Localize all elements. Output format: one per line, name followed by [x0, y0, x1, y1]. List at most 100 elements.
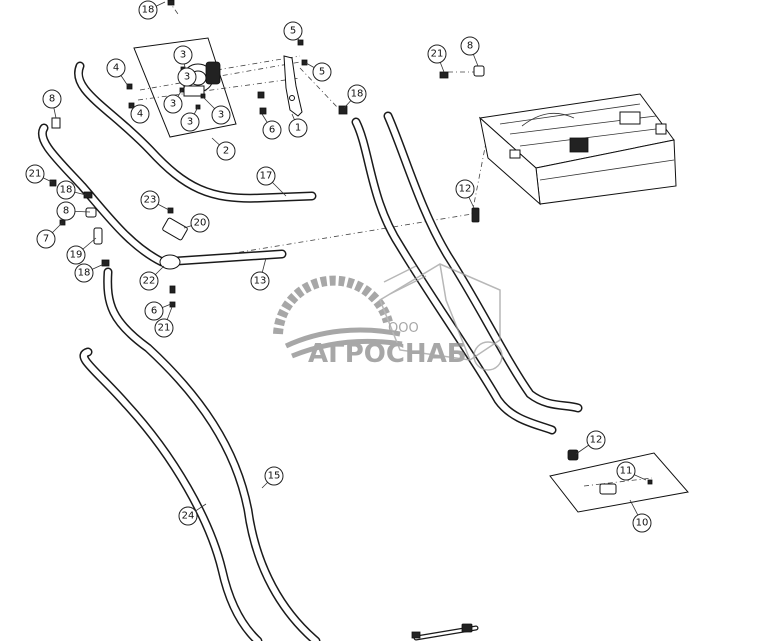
watermark-gear-icon	[273, 275, 393, 335]
callout-circle	[42, 89, 62, 109]
watermark-field-icon	[284, 327, 403, 359]
callout-number: 3	[184, 72, 190, 83]
callout-circle	[154, 318, 174, 338]
watermark: ООО АГРОСНАБ	[273, 263, 503, 371]
callout-3: 3	[180, 112, 200, 132]
callout-circle	[56, 180, 76, 200]
callout-number: 7	[43, 234, 49, 245]
callout-circle	[36, 229, 56, 249]
callout-circle	[56, 201, 76, 221]
callout-circle	[283, 21, 303, 41]
callout-circle	[190, 213, 210, 233]
callout-8: 8	[42, 89, 62, 109]
callout-circle	[106, 58, 126, 78]
callout-number: 2	[223, 146, 229, 157]
callout-19: 19	[66, 245, 86, 265]
callout-number: 3	[187, 117, 193, 128]
hose-17	[74, 61, 317, 203]
callout-10: 10	[632, 513, 652, 533]
callout-8: 8	[460, 36, 480, 56]
callout-number: 18	[60, 185, 73, 196]
clamp-20-22	[159, 217, 188, 270]
callout-number: 21	[158, 323, 171, 334]
callout-circle	[347, 84, 367, 104]
callout-24: 24	[178, 506, 198, 526]
leader-lines	[34, 1, 647, 524]
callout-number: 8	[467, 41, 473, 52]
callout-number: 24	[182, 511, 195, 522]
callout-circle	[138, 0, 158, 20]
callout-circle	[139, 271, 159, 291]
callout-circle	[140, 190, 160, 210]
callout-circle	[144, 301, 164, 321]
callout-12: 12	[586, 430, 606, 450]
callout-circle	[427, 44, 447, 64]
callout-number: 8	[49, 94, 55, 105]
fittings	[49, 0, 653, 639]
callout-number: 19	[70, 250, 83, 261]
watermark-prefix: ООО	[388, 321, 419, 336]
callout-18: 18	[138, 0, 158, 20]
callout-11: 11	[616, 461, 636, 481]
callout-13: 13	[250, 271, 270, 291]
callout-18: 18	[347, 84, 367, 104]
callout-number: 11	[620, 466, 633, 477]
callout-circle	[262, 120, 282, 140]
callout-number: 10	[636, 518, 649, 529]
callout-circle	[173, 45, 193, 65]
callout-circle	[74, 263, 94, 283]
callout-2: 2	[216, 141, 236, 161]
callout-circle	[250, 271, 270, 291]
callout-21: 21	[154, 318, 174, 338]
callout-22: 22	[139, 271, 159, 291]
callout-20: 20	[190, 213, 210, 233]
callout-7: 7	[36, 229, 56, 249]
callout-18: 18	[74, 263, 94, 283]
callout-number: 3	[180, 50, 186, 61]
callout-number: 3	[218, 110, 224, 121]
callout-circle	[177, 67, 197, 87]
callout-circle	[256, 166, 276, 186]
callout-5: 5	[312, 62, 332, 82]
callout-5: 5	[283, 21, 303, 41]
callout-circle	[460, 36, 480, 56]
callout-8: 8	[56, 201, 76, 221]
watermark-harvester-icon	[379, 263, 503, 371]
callout-circle	[288, 118, 308, 138]
hose-24	[79, 347, 263, 641]
callout-circle	[66, 245, 86, 265]
callout-number: 4	[137, 109, 143, 120]
machine-frame	[478, 93, 677, 206]
callout-circle	[312, 62, 332, 82]
callout-number: 22	[143, 276, 156, 287]
callout-number: 21	[431, 49, 444, 60]
callout-number: 15	[268, 471, 281, 482]
hose-right-a	[351, 117, 557, 435]
callout-number: 17	[260, 171, 273, 182]
callout-number: 13	[254, 276, 267, 287]
callout-number: 23	[144, 195, 157, 206]
callout-circle	[264, 466, 284, 486]
hoses	[37, 61, 583, 641]
callout-circle	[178, 506, 198, 526]
callout-number: 1	[295, 123, 301, 134]
callout-number: 6	[269, 125, 275, 136]
callout-circle	[455, 179, 475, 199]
hose-right-b	[383, 111, 583, 413]
callout-15: 15	[264, 466, 284, 486]
callout-3: 3	[177, 67, 197, 87]
callout-21: 21	[25, 164, 45, 184]
callout-circle	[25, 164, 45, 184]
callout-number: 6	[151, 306, 157, 317]
callout-number: 3	[170, 99, 176, 110]
callout-23: 23	[140, 190, 160, 210]
callout-3: 3	[173, 45, 193, 65]
lever-1	[283, 55, 303, 117]
callout-circle	[211, 105, 231, 125]
callout-17: 17	[256, 166, 276, 186]
callout-circle	[130, 104, 150, 124]
callout-3: 3	[163, 94, 183, 114]
callout-1: 1	[288, 118, 308, 138]
callout-3: 3	[211, 105, 231, 125]
